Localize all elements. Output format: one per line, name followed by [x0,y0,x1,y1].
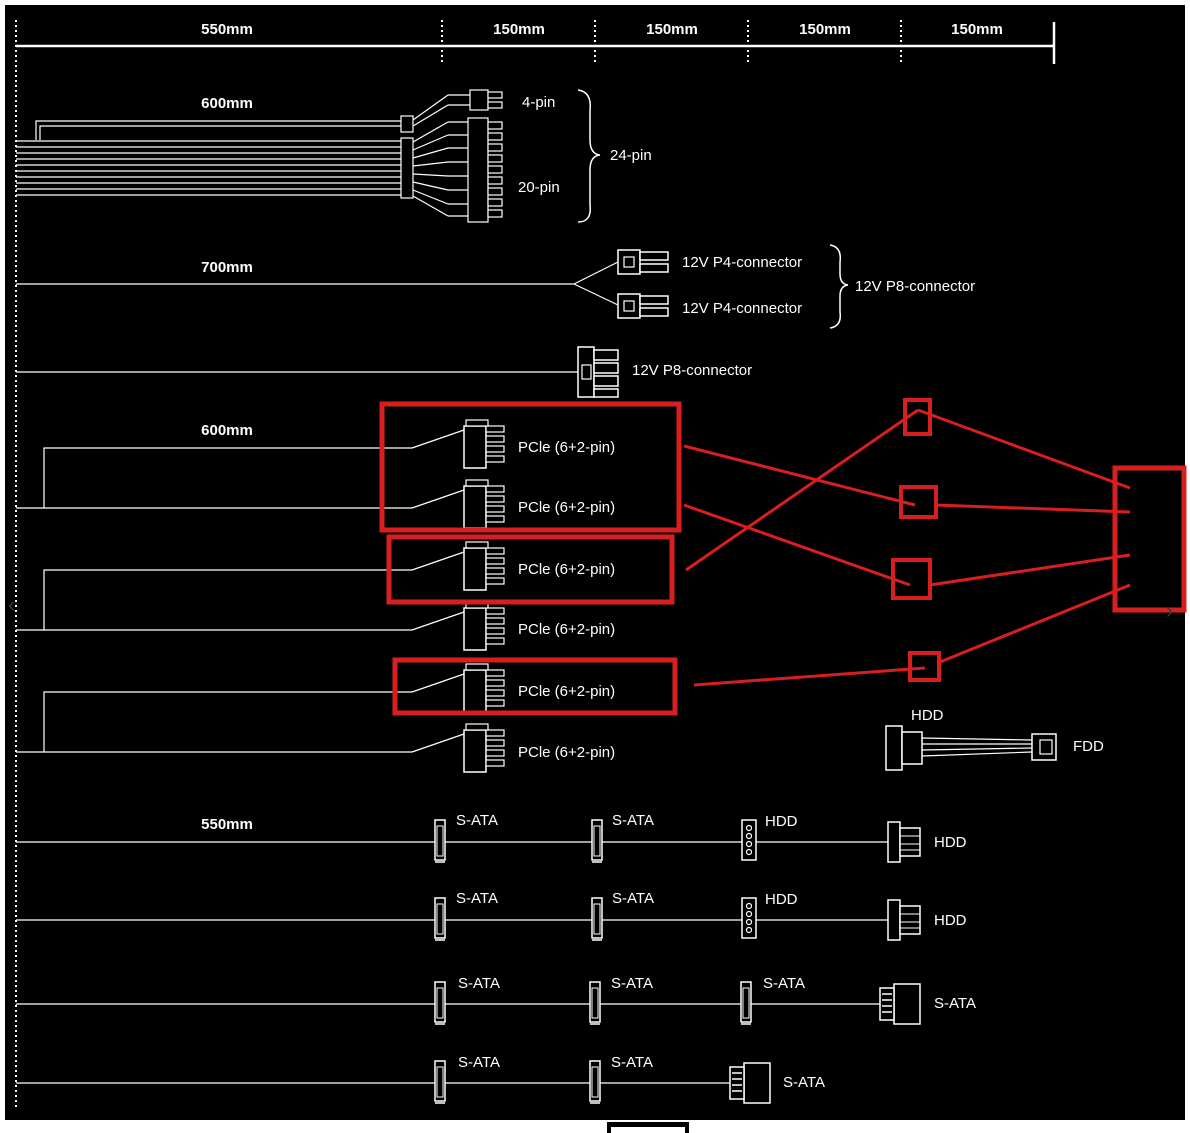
highlight-small-4 [908,651,941,682]
sata-connector-r2-1 [434,897,446,941]
atx-length-label: 600mm [201,95,253,112]
ruler-label-3: 150mm [646,21,698,38]
atx-20pin-label: 20-pin [518,179,560,196]
sata-connector-r3-2 [589,981,601,1025]
r4-label-1: S-ATA [458,1054,500,1071]
r1-label-2: S-ATA [612,812,654,829]
r2-label-1: S-ATA [456,890,498,907]
hdd-adapter-label: HDD [911,707,944,724]
sata-connector-r4-1 [434,1060,446,1104]
r3-label-4: S-ATA [934,995,976,1012]
chevron-left-icon: ‹ [8,592,15,617]
p8-connector-label: 12V P8-connector [632,362,752,379]
highlight-box-pcie-3 [386,534,675,605]
pcie-length-label: 600mm [201,422,253,439]
r1-label-4: HDD [934,834,967,851]
highlight-small-1 [903,398,932,436]
r1-label-3: HDD [765,813,798,830]
hdd-end-r2 [887,899,921,941]
molex-connector-r1 [741,819,757,861]
sata-connector-r2-2 [591,897,603,941]
pcie-label-1: PCle (6+2-pin) [518,439,615,456]
r1-label-1: S-ATA [456,812,498,829]
sata-connector-r4-2 [589,1060,601,1104]
pcie-label-4: PCle (6+2-pin) [518,621,615,638]
pcie-label-2: PCle (6+2-pin) [518,499,615,516]
pcie-label-6: PCle (6+2-pin) [518,744,615,761]
r2-label-4: HDD [934,912,967,929]
ruler-label-1: 550mm [201,21,253,38]
highlight-annotations [379,398,1187,716]
sata-connector-r3-3 [740,981,752,1025]
cpu-p4-cable [16,244,849,329]
highlight-box-pcie-1-2 [379,401,682,533]
pcie-label-3: PCle (6+2-pin) [518,561,615,578]
r3-label-2: S-ATA [611,975,653,992]
atx-24pin-cable [16,89,601,223]
r2-label-2: S-ATA [612,890,654,907]
sata-connector-r1-1 [434,819,446,863]
chevron-right-icon: › [1166,598,1173,623]
cpu-p8-cable [16,346,619,398]
sata-connector-r1-2 [591,819,603,863]
r2-label-3: HDD [765,891,798,908]
sata-end-r3 [879,983,921,1025]
atx-24pin-label: 24-pin [610,147,652,164]
p4-connector-label-b: 12V P4-connector [682,300,802,317]
ruler-label-2: 150mm [493,21,545,38]
sata-end-r4 [729,1062,771,1104]
length-ruler: 550mm 150mm 150mm 150mm 150mm [16,20,1056,64]
pcie-cables [16,429,465,753]
ruler-label-5: 150mm [951,21,1003,38]
hdd-end-r1 [887,821,921,863]
ruler-label-4: 150mm [799,21,851,38]
p8-combined-label: 12V P8-connector [855,278,975,295]
highlight-box-pcie-5 [392,657,678,716]
atx-4pin-label: 4-pin [522,94,555,111]
cpu-p4-length-label: 700mm [201,259,253,276]
molex-connector-r2 [741,897,757,939]
pcie-label-5: PCle (6+2-pin) [518,683,615,700]
r4-label-3: S-ATA [783,1074,825,1091]
peripheral-length-label: 550mm [201,816,253,833]
p4-connector-label-a: 12V P4-connector [682,254,802,271]
highlight-box-gpu-socket [1112,465,1187,613]
r3-label-1: S-ATA [458,975,500,992]
fdd-label: FDD [1073,738,1104,755]
sata-connector-r3-1 [434,981,446,1025]
r4-label-2: S-ATA [611,1054,653,1071]
r3-label-3: S-ATA [763,975,805,992]
hdd-fdd-adapter [885,725,1057,771]
